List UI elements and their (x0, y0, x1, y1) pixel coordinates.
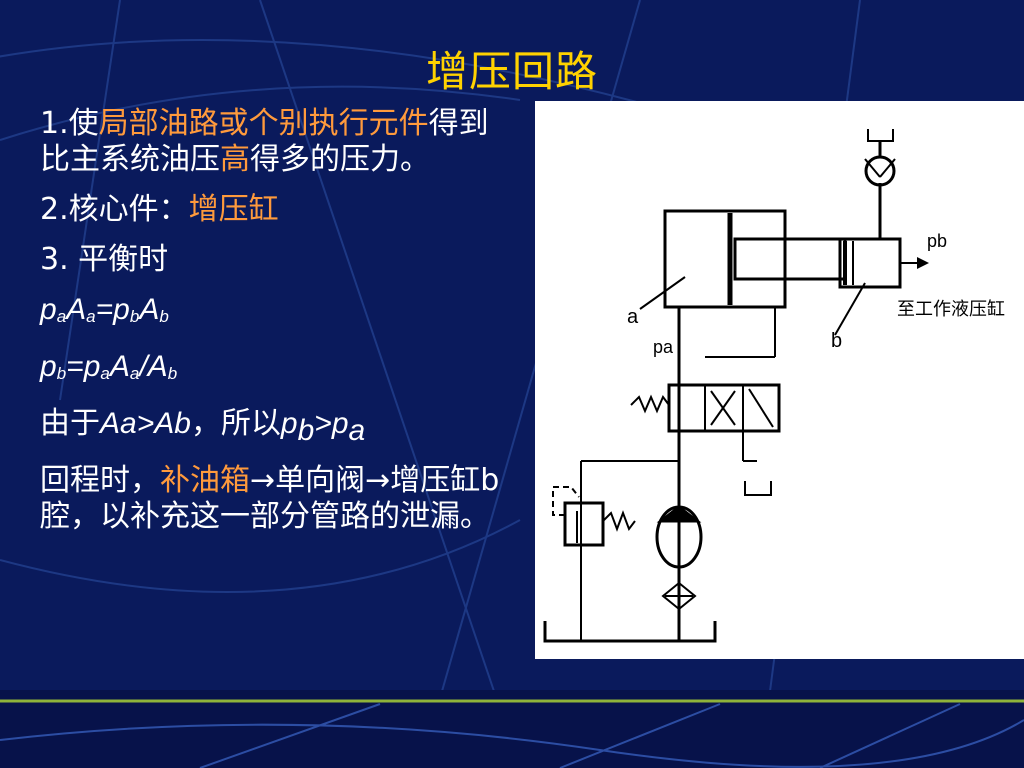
check-valve-top (864, 155, 896, 187)
item-1-number: 1. (40, 106, 69, 141)
booster-cylinder-a (663, 209, 787, 309)
because-p: p (331, 407, 349, 440)
formula-2-sub: a (100, 364, 110, 383)
formula-pb: pb=paAa/Ab (40, 349, 500, 392)
oil-tank (543, 621, 717, 643)
item-2-number: 2. (40, 192, 69, 227)
item-2: 2.核心件：增压缸 (40, 192, 500, 228)
return-post: →单向阀→增压缸b腔，以补充这一部分管路的泄漏。 (40, 463, 500, 534)
label-pb: pb (927, 231, 947, 251)
formula-1-area: A (139, 293, 160, 326)
circuit-svg: pb 至工作液压缸 a b pa (543, 129, 1005, 643)
formula-2-equals: = (66, 350, 84, 383)
formula-2-slash: / (139, 350, 148, 383)
formula-1-sub: b (129, 307, 140, 326)
formula-2-p: p (83, 350, 101, 383)
booster-cylinder-b (838, 237, 902, 289)
item-1-highlight-2: 高 (220, 142, 250, 177)
formula-balance: paAa=pbAb (40, 292, 500, 335)
label-a: a (627, 306, 639, 328)
piston-rod (733, 237, 847, 281)
formula-2-sub: a (129, 364, 140, 383)
formula-2-sub: b (56, 364, 67, 383)
slide-title: 增压回路 (425, 47, 598, 96)
formula-1-sub: a (86, 307, 96, 326)
formula-2-p: p (40, 350, 57, 383)
formula-2-area: A (147, 350, 168, 383)
because-sub: b (297, 414, 315, 447)
item-1-mid: 得到比主系统油压 (40, 106, 489, 177)
label-to-cylinder: 至工作液压缸 (897, 298, 1005, 319)
line-because: 由于Aa>Ab，所以pb>pa (40, 406, 500, 449)
filter (661, 581, 697, 611)
because-formula: Aa>Ab (100, 407, 191, 440)
formula-1-sub: b (159, 307, 169, 326)
label-pa: pa (653, 337, 674, 357)
formula-1-sub: a (56, 307, 67, 326)
because-gt: > (314, 407, 332, 440)
return-pre: 回程时， (40, 463, 160, 498)
hydraulic-circuit-diagram: pb 至工作液压缸 a b pa (535, 101, 1024, 659)
directional-valve (667, 383, 781, 433)
formula-1-p: p (40, 293, 57, 326)
item-2-highlight: 增压缸 (188, 192, 279, 227)
formula-1-area: A (66, 293, 87, 326)
because-sub: a (348, 414, 366, 447)
item-1-highlight-1: 局部油路或个别执行元件 (98, 106, 429, 141)
item-2-label: 核心件： (68, 192, 189, 227)
slide-body: 1.使局部油路或个别执行元件得到比主系统油压高得多的压力。 2.核心件：增压缸 … (40, 106, 500, 549)
label-b: b (831, 330, 842, 352)
formula-2-sub: b (167, 364, 178, 383)
formula-1-equals: = (95, 293, 114, 326)
item-1: 1.使局部油路或个别执行元件得到比主系统油压高得多的压力。 (40, 106, 500, 178)
item-3: 3. 平衡时 (40, 242, 169, 277)
output-arrow-icon (917, 257, 929, 269)
because-p: p (280, 407, 298, 440)
formula-1-p: p (113, 293, 130, 326)
because-pre: 由于 (40, 406, 100, 441)
item-1-post: 得多的压力。 (250, 142, 430, 177)
return-highlight: 补油箱 (160, 463, 250, 498)
return-stroke: 回程时，补油箱→单向阀→增压缸b腔，以补充这一部分管路的泄漏。 (40, 463, 500, 535)
valve-spring (630, 394, 670, 414)
formula-2-area: A (109, 350, 130, 383)
because-mid: ，所以 (190, 406, 281, 441)
item-1-pre: 使 (68, 106, 99, 141)
relief-valve (563, 501, 605, 547)
